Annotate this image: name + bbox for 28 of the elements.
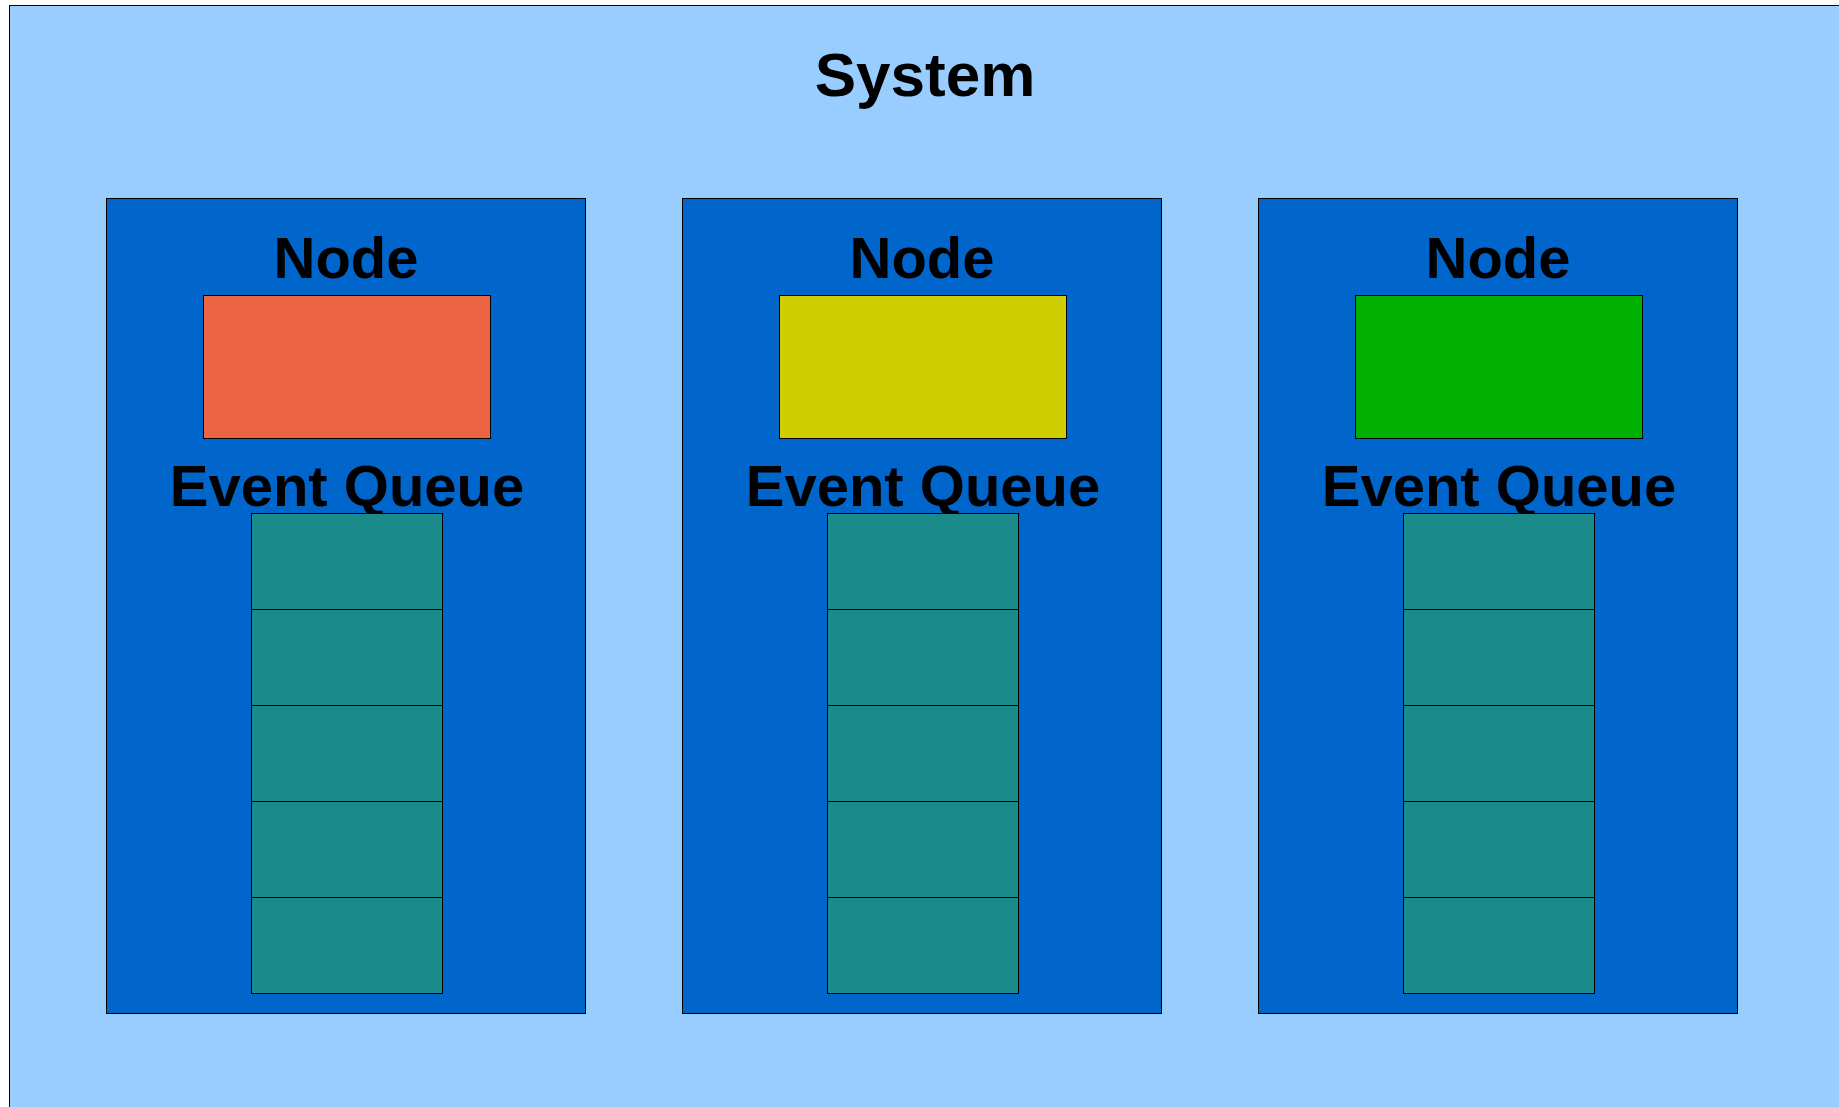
node-panel [1258, 198, 1738, 1014]
node-title: Node [273, 229, 419, 287]
queue-slot [827, 801, 1019, 898]
queue-title: Event Queue [169, 457, 525, 515]
queue-slot [251, 513, 443, 610]
node-panel [682, 198, 1162, 1014]
colored-block [203, 295, 491, 439]
queue-title: Event Queue [1321, 457, 1677, 515]
queue-slot [251, 801, 443, 898]
queue-slot [1403, 513, 1595, 610]
queue-slot [251, 609, 443, 706]
queue-title: Event Queue [745, 457, 1101, 515]
queue-slot [1403, 801, 1595, 898]
queue-slot [827, 513, 1019, 610]
queue-slot [251, 705, 443, 802]
node-panel [106, 198, 586, 1014]
queue-slot [251, 897, 443, 994]
node-title: Node [1425, 229, 1571, 287]
node-title: Node [849, 229, 995, 287]
queue-slot [827, 897, 1019, 994]
colored-block [1355, 295, 1643, 439]
queue-slot [827, 705, 1019, 802]
queue-slot [827, 609, 1019, 706]
queue-slot [1403, 609, 1595, 706]
queue-slot [1403, 897, 1595, 994]
system-panel [9, 5, 1839, 1107]
colored-block [779, 295, 1067, 439]
queue-slot [1403, 705, 1595, 802]
